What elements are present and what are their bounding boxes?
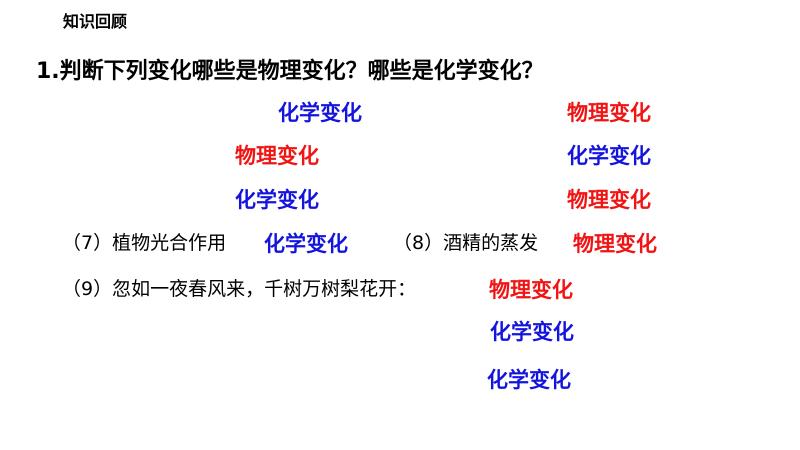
item-9-answer: 物理变化 (489, 278, 573, 302)
answer-physical: 物理变化 (567, 101, 651, 125)
answer-chemical: 化学变化 (235, 188, 319, 212)
question-title: 1.判断下列变化哪些是物理变化？哪些是化学变化？ (36, 59, 544, 84)
item-9-text: （9）忽如一夜春风来，千树万树梨花开： (62, 278, 417, 300)
item-7-answer: 化学变化 (264, 232, 348, 256)
section-title: 知识回顾 (63, 12, 128, 31)
item-9-answer: 化学变化 (490, 320, 574, 344)
item-7-text: （7）植物光合作用 (62, 232, 227, 254)
answer-physical: 物理变化 (235, 144, 319, 168)
answer-physical: 物理变化 (567, 188, 651, 212)
item-9-answer: 化学变化 (487, 368, 571, 392)
answer-chemical: 化学变化 (567, 144, 651, 168)
answer-chemical: 化学变化 (278, 101, 362, 125)
item-8-text: （8）酒精的蒸发 (393, 232, 539, 254)
item-8-answer: 物理变化 (573, 232, 657, 256)
